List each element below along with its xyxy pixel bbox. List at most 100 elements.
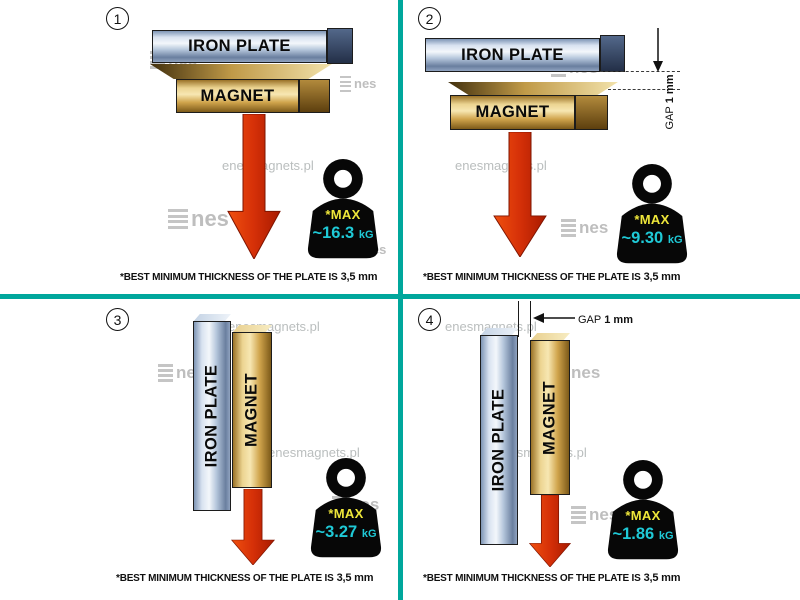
iron-plate-label: IRON PLATE [188,37,291,55]
weight-value: ~1.86 kG [603,525,683,544]
magnet-top-face [448,82,618,96]
gap-value: 1 mm [604,314,633,326]
magnet-top-face [530,333,570,341]
magnet-top-face [232,325,272,333]
iron-plate: IRON PLATE [480,335,518,545]
pull-force-arrow [493,132,547,257]
magnet-label: MAGNET [200,86,275,105]
iron-plate: IRON PLATE [425,38,600,72]
iron-plate-side-face [600,35,625,72]
magnet-side-face [575,95,608,130]
panel-2-gap-horizontal: 2 nes enesmagnets.pl nes IRON PLATE GAP1… [403,0,800,294]
gap-tick [518,301,519,337]
panel-1-contact-horizontal: 1 nes nes enesmagnets.pl nes nes IRON PL… [0,0,398,294]
enes-logo-text: nes [571,363,601,382]
gap-dimension-line [600,71,680,72]
magnet: MAGNET [176,79,299,113]
horizontal-divider [0,294,800,299]
footnote-bold: 3,5 mm [643,572,681,584]
kettlebell-icon [616,163,688,264]
weight-icon: *MAX ~9.30 kG [612,163,692,267]
weight-value-unit: kG [361,528,377,540]
gap-label: GAP [578,314,602,326]
iron-plate-label: IRON PLATE [489,388,508,492]
magnet: MAGNET [450,95,575,130]
weight-value-unit: kG [658,530,674,542]
iron-plate-side-face [327,28,353,64]
iron-plate-label: IRON PLATE [461,45,564,64]
footnote-text: *BEST MINIMUM THICKNESS OF THE PLATE IS [423,573,641,584]
enes-logo-text: nes [191,206,229,231]
gap-dimension-line [608,89,680,90]
panel-3-contact-vertical: 3 enesmagnets.pl nes enesmagnets.pl nes … [0,299,398,600]
weight-value: ~9.30 kG [612,229,692,248]
enes-logo-text: nes [354,76,377,92]
weight-max-label: *MAX [634,212,670,227]
weight-icon: *MAX ~16.3 kG [303,158,383,262]
enes-logo-icon [571,506,586,524]
footnote-text: *BEST MINIMUM THICKNESS OF THE PLATE IS [120,272,338,283]
kettlebell-icon [310,457,382,558]
weight-value-unit: kG [667,234,683,246]
panel-number-badge: 3 [106,308,129,331]
gap-dimension-arrow [533,313,575,323]
footnote-text: *BEST MINIMUM THICKNESS OF THE PLATE IS [116,573,334,584]
magnet-label: MAGNET [242,373,261,447]
iron-plate: IRON PLATE [152,30,327,63]
enes-logo-watermark: nes [571,505,618,525]
iron-plate-label: IRON PLATE [202,364,221,468]
gap-annotation: GAP 1 mm [661,52,677,152]
pull-force-arrow [230,489,276,565]
weight-value: ~16.3 kG [303,224,383,243]
panel-number-badge: 1 [106,7,129,30]
site-watermark: enesmagnets.pl [268,445,360,460]
vertical-divider [398,0,403,600]
enes-logo-watermark: nes [340,76,376,92]
footnote-bold: 3,5 mm [336,572,374,584]
panel-4-gap-vertical: 4 enesmagnets.pl nes enesmagnets.pl nes … [403,299,800,600]
magnet-label: MAGNET [540,380,559,455]
pull-force-arrow [528,495,572,567]
magnet-label: MAGNET [475,103,550,121]
enes-logo-text: nes [589,505,619,524]
weight-value-number: ~16.3 [312,224,355,242]
footnote-bold: 3,5 mm [643,271,681,283]
magnet: MAGNET [232,332,272,488]
gap-label: GAP [664,106,676,130]
weight-icon: *MAX ~1.86 kG [603,459,683,563]
panel-number-badge: 4 [418,308,441,331]
gap-dimension-arrow [653,28,663,72]
gap-tick [530,301,531,337]
iron-plate-top-face [480,328,518,336]
footnote-bold: 3,5 mm [340,271,378,283]
weight-icon: *MAX ~3.27 kG [306,457,386,561]
magnet-top-face [150,64,332,79]
weight-value-number: ~3.27 [315,523,358,541]
weight-value: ~3.27 kG [306,523,386,542]
kettlebell-icon [607,459,679,560]
iron-plate: IRON PLATE [193,321,231,511]
weight-value-unit: kG [358,229,374,241]
gap-value: 1 mm [664,74,676,104]
footnote-text: *BEST MINIMUM THICKNESS OF THE PLATE IS [423,272,641,283]
enes-logo-icon [561,219,576,237]
pull-force-arrow [227,114,281,259]
enes-logo-icon [168,208,188,230]
enes-logo-icon [340,76,351,92]
weight-max-label: *MAX [328,506,364,521]
magnet: MAGNET [530,340,570,495]
weight-value-number: ~1.86 [612,525,655,543]
enes-logo-watermark: nes [561,218,608,238]
kettlebell-icon [307,158,379,259]
iron-plate-top-face [193,314,231,322]
panel-number-badge: 2 [418,7,441,30]
enes-logo-watermark: nes [168,206,229,232]
weight-max-label: *MAX [625,508,661,523]
weight-value-number: ~9.30 [621,229,664,247]
magnet-side-face [299,79,330,113]
